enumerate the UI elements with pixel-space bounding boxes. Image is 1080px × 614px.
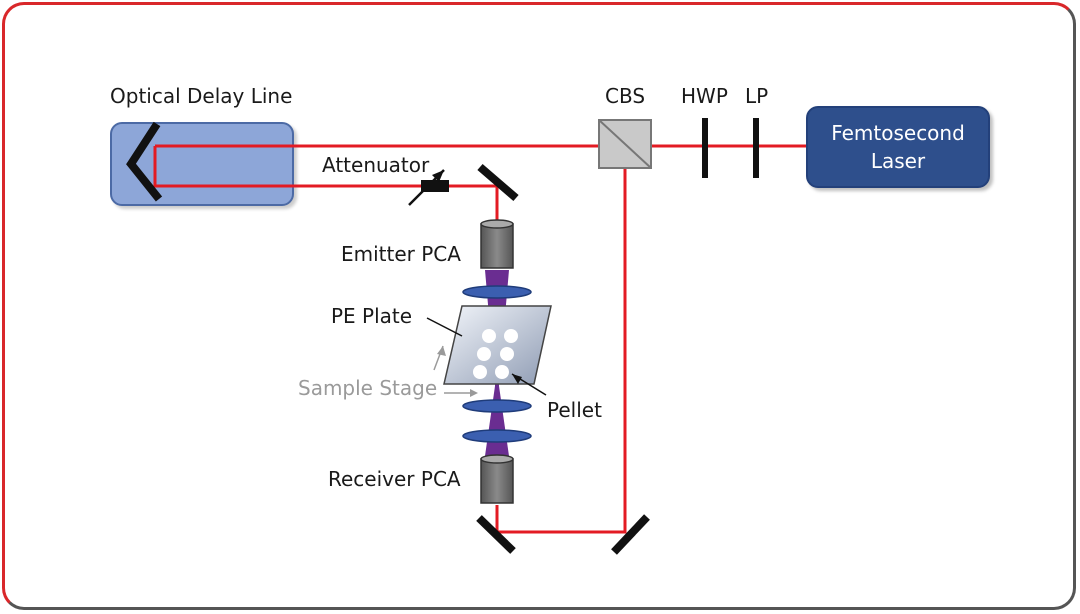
pellet-circle <box>500 347 514 361</box>
hwp-plate-icon <box>702 118 708 178</box>
attenuator-icon <box>408 169 449 206</box>
emitter-pca-icon <box>480 219 514 269</box>
lens-1-icon <box>462 285 532 299</box>
sample-stage-label: Sample Stage <box>298 376 438 400</box>
cbs-cube-icon <box>598 119 652 169</box>
pe-plate-icon <box>443 305 552 385</box>
pellet-circle <box>495 365 509 379</box>
retroreflector-icon <box>126 121 163 202</box>
receiver-pca-icon <box>480 454 514 504</box>
pe-plate-label: PE Plate <box>331 304 413 328</box>
optical-delay-line-box <box>110 122 294 206</box>
attenuator-label: Attenuator <box>322 153 430 177</box>
femtosecond-laser-box: Femtosecond Laser <box>806 106 990 188</box>
lens-3-icon <box>462 399 532 413</box>
lp-label: LP <box>745 84 769 108</box>
receiver-pca-label: Receiver PCA <box>328 467 461 491</box>
mirror-bottom-right-icon <box>611 514 650 555</box>
hwp-label: HWP <box>681 84 728 108</box>
pellet-circle <box>504 329 518 343</box>
emitter-pca-label: Emitter PCA <box>341 242 461 266</box>
laser-label-line2: Laser <box>870 149 926 173</box>
laser-beam-path <box>153 144 806 534</box>
pellets <box>473 329 518 379</box>
mirror-bottom-left-icon <box>476 515 516 554</box>
lp-plate-icon <box>753 118 759 178</box>
annotation-arrows <box>426 317 547 397</box>
beam-cbs-to-receiver <box>495 146 627 534</box>
pe-plate-pointer <box>426 317 463 337</box>
beam-delay-to-emitter <box>153 146 499 222</box>
pellet-circle <box>477 347 491 361</box>
pellet-circle <box>473 365 487 379</box>
mirror-top-icon <box>477 163 519 202</box>
cbs-label: CBS <box>605 84 646 108</box>
pellet-circle <box>482 329 496 343</box>
lens-4-icon <box>462 429 532 443</box>
laser-label-line1: Femtosecond <box>831 121 965 145</box>
optical-delay-line-label: Optical Delay Line <box>110 84 293 108</box>
pellet-label: Pellet <box>547 398 602 422</box>
